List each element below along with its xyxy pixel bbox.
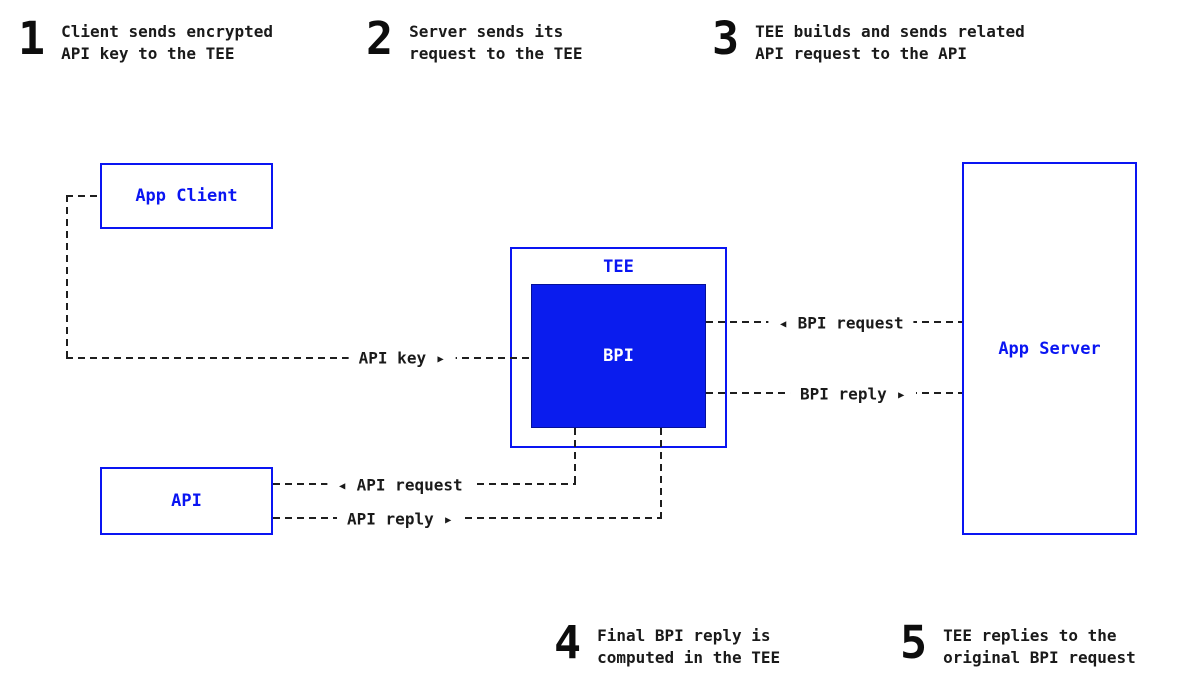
node-app-server-label: App Server [998,338,1101,359]
step-5-caption: TEE replies to the original BPI request [943,625,1136,669]
step-4-caption: Final BPI reply is computed in the TEE [597,625,780,669]
step-5-line2: original BPI request [943,648,1136,667]
step-4-line2: computed in the TEE [597,648,781,667]
step-1-line1: Client sends encrypted [61,22,274,41]
edge-label-bpi-request: ◂ BPI request [768,312,914,334]
step-3-line1: TEE builds and sends related [755,22,1025,41]
edge-api-reply-vertical-segment [660,428,662,519]
edge-label-api-request: ◂ API request [327,474,473,496]
edge-client-to-tee-horizontal-segment [66,195,100,197]
step-5-number: 5 [900,616,928,669]
node-app-server: App Server [962,162,1137,535]
node-tee-label: TEE [603,257,634,277]
node-bpi-label: BPI [603,346,634,366]
step-3-number: 3 [712,12,740,65]
node-app-client: App Client [100,163,273,229]
step-2-line2: request to the TEE [409,44,583,63]
edge-label-bpi-reply: BPI reply ▸ [790,383,916,405]
node-api: API [100,467,273,535]
step-5-line1: TEE replies to the [943,626,1117,645]
step-2-caption: Server sends its request to the TEE [409,21,582,65]
step-2-line1: Server sends its [409,22,564,41]
step-4-line1: Final BPI reply is [597,626,771,645]
node-bpi: BPI [531,284,706,428]
step-3-line2: API request to the API [755,44,968,63]
edge-api-reply-line [273,517,662,519]
step-4-number: 4 [554,616,582,669]
edge-api-request-vertical-segment [574,428,576,485]
edge-label-api-reply: API reply ▸ [337,508,463,530]
node-app-client-label: App Client [135,186,238,206]
node-api-label: API [171,491,202,511]
step-2-number: 2 [366,12,394,65]
step-1-number: 1 [18,12,46,65]
edge-label-api-key: API key ▸ [348,347,456,369]
edge-api-key-line [66,357,531,359]
step-1-line2: API key to the TEE [61,44,235,63]
edge-client-to-tee-vertical-segment [66,195,68,358]
